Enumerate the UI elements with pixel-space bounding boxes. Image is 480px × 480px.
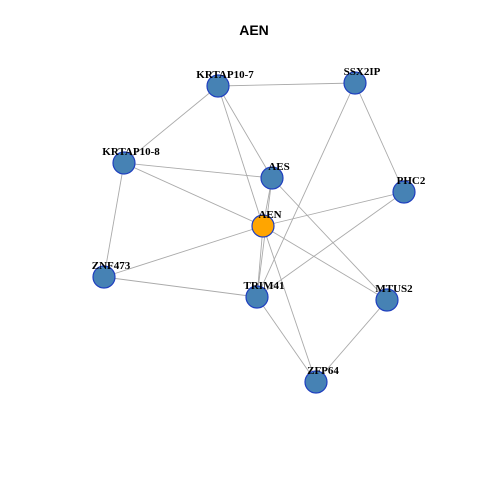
edge-krtap10-7-aen [217, 85, 264, 227]
edge-trim41-zfp64 [256, 296, 317, 383]
edge-krtap10-7-ssx2ip [217, 82, 356, 87]
node-zfp64[interactable] [304, 370, 328, 394]
node-label-trim41: TRIM41 [244, 280, 285, 292]
node-label-mtus2: MTUS2 [375, 283, 413, 295]
node-aes[interactable] [260, 166, 284, 190]
edge-aen-znf473 [103, 225, 264, 278]
edge-znf473-trim41 [103, 276, 258, 298]
edge-krtap10-7-aes [217, 85, 273, 179]
node-krtap10-7[interactable] [206, 74, 230, 98]
edge-aen-zfp64 [262, 225, 317, 383]
edge-krtap10-7-krtap10-8 [123, 85, 219, 164]
node-phc2[interactable] [392, 180, 416, 204]
node-layer [92, 71, 416, 394]
node-label-znf473: ZNF473 [92, 260, 131, 272]
edge-mtus2-zfp64 [315, 299, 388, 383]
edge-krtap10-8-znf473 [103, 162, 125, 278]
node-label-zfp64: ZFP64 [307, 365, 339, 377]
node-znf473[interactable] [92, 265, 116, 289]
node-mtus2[interactable] [375, 288, 399, 312]
edge-layer [103, 82, 405, 383]
node-label-aes: AES [268, 161, 289, 173]
edge-aen-mtus2 [262, 225, 388, 301]
node-label-aen: AEN [258, 209, 281, 221]
edge-ssx2ip-phc2 [354, 82, 405, 193]
node-trim41[interactable] [245, 285, 269, 309]
edge-phc2-aen [262, 191, 405, 227]
node-krtap10-8[interactable] [112, 151, 136, 175]
edge-krtap10-8-aes [123, 162, 273, 179]
edge-ssx2ip-trim41 [256, 82, 356, 298]
node-label-krtap10-8: KRTAP10-8 [102, 146, 160, 158]
edge-krtap10-8-aen [123, 162, 264, 227]
node-label-krtap10-7: KRTAP10-7 [196, 69, 254, 81]
edge-aes-mtus2 [271, 177, 388, 301]
node-aen[interactable] [251, 214, 275, 238]
diagram-title: AEN [239, 22, 269, 38]
edge-aen-trim41 [256, 225, 264, 298]
node-ssx2ip[interactable] [343, 71, 367, 95]
node-label-phc2: PHC2 [397, 175, 426, 187]
node-label-ssx2ip: SSX2IP [344, 66, 381, 78]
